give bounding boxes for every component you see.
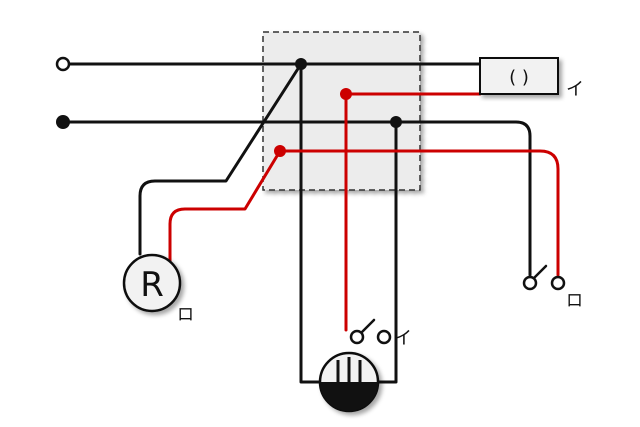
receptacle-icon: R xyxy=(122,253,182,313)
switch-icon xyxy=(522,264,566,291)
terminal-open-icon xyxy=(55,56,71,72)
receptacle-label: R xyxy=(140,265,164,305)
switch-i-contact-left xyxy=(349,329,365,345)
wire-second-line xyxy=(61,120,532,277)
switch-ro-tag-label: ロ xyxy=(566,291,583,311)
wall-outlet-icon xyxy=(318,351,380,413)
wire-red-to-outlet xyxy=(278,149,560,277)
receptacle-tag-label: ロ xyxy=(177,305,194,325)
junction-dot-second xyxy=(390,116,402,128)
junction-box xyxy=(262,31,421,191)
switch-ro-contact-left xyxy=(522,275,538,291)
wire-red-to-receptacle xyxy=(168,149,282,264)
light-symbol-label: ( ) xyxy=(509,67,529,88)
terminal-filled-icon xyxy=(56,115,70,129)
light-tag-label: イ xyxy=(566,79,584,100)
light-fixture-icon: ( ) xyxy=(479,57,559,95)
switch-i-contact-right xyxy=(376,329,392,345)
junction-dot-red-light xyxy=(340,88,352,100)
switch-ro-contact-right xyxy=(550,275,566,291)
red-wires xyxy=(168,92,560,332)
switch-i-tag-label: イ xyxy=(394,328,412,349)
switch-i xyxy=(349,318,392,345)
junction-dot-red-lower xyxy=(274,145,286,157)
junction-dot-top xyxy=(295,58,307,70)
wire-diagonal-to-receptacle xyxy=(138,62,303,256)
